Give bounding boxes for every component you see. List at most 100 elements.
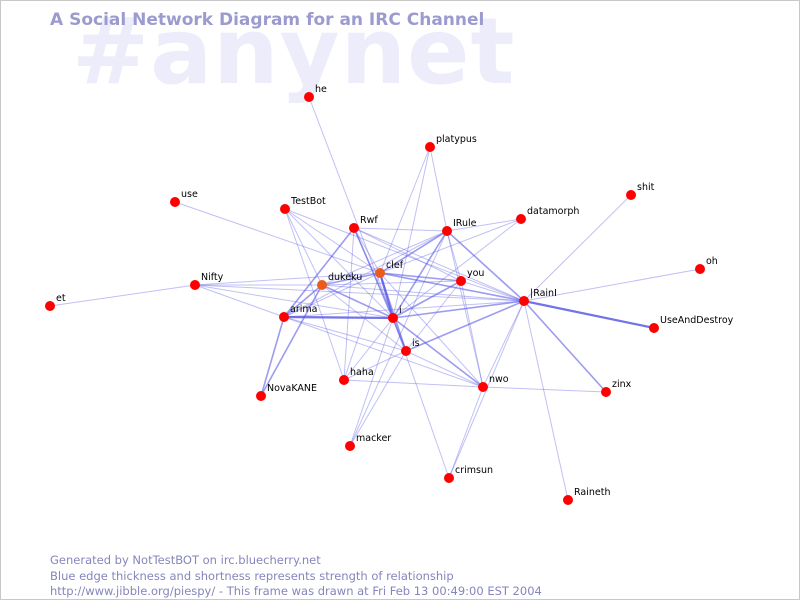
edge-IRule-you [446, 230, 462, 282]
node-label: crimsun [455, 465, 493, 476]
node-Raineth: Raineth [563, 487, 610, 505]
edge-platypus-clef [379, 146, 431, 274]
edge-i-haha [343, 317, 394, 381]
edge-TestBot-dukeku [284, 208, 323, 286]
node-dot [349, 223, 359, 233]
node-dot [345, 441, 355, 451]
node-Rwf: Rwf [349, 215, 378, 233]
node-label: i [399, 305, 402, 316]
node-you: you [456, 268, 484, 286]
edge-Nifty-i [194, 284, 394, 319]
node-zinx: zinx [601, 379, 632, 397]
node-dot [519, 296, 529, 306]
edge-haha-nwo [343, 379, 484, 388]
edge-IRule-i [392, 230, 448, 319]
node-haha: haha [339, 367, 374, 385]
node-dot [442, 226, 452, 236]
node-dot [375, 268, 385, 278]
node-dot [401, 346, 411, 356]
edge-TestBot-clef [284, 208, 381, 274]
node-i: i [388, 305, 402, 323]
node-label: NovaKANE [267, 383, 317, 394]
node-label: arima [290, 304, 317, 315]
node-UseAndDestroy: UseAndDestroy [649, 315, 734, 333]
node-label: et [56, 293, 66, 304]
node-label: |RainI [530, 288, 557, 299]
node-label: Nifty [201, 272, 224, 283]
node-label: you [467, 268, 484, 279]
node-Nifty: Nifty [190, 272, 224, 290]
edge-you-is [405, 280, 462, 352]
footer-legend-note: Blue edge thickness and shortness repres… [50, 569, 454, 583]
edge-IRule-IRainI [446, 230, 525, 302]
node-oh: oh [695, 256, 718, 274]
edge-clef-you [379, 272, 462, 282]
footer-generated-by: Generated by NotTestBOT on irc.bluecherr… [50, 553, 321, 567]
edge-IRainI-Raineth [523, 300, 569, 501]
node-label: macker [356, 433, 391, 444]
edge-arima-i [283, 315, 394, 320]
node-dot [256, 391, 266, 401]
node-label: is [412, 338, 420, 349]
edge-i-is [392, 317, 407, 352]
edge-i-nwo [392, 317, 484, 388]
edge-clef-arima [283, 272, 381, 318]
edge-Rwf-you [353, 227, 462, 282]
node-platypus: platypus [425, 134, 477, 152]
node-dukeku: dukeku [317, 272, 362, 290]
edge-Rwf-IRainI [353, 227, 525, 302]
edge-IRule-clef [379, 230, 448, 274]
node-NovaKANE: NovaKANE [256, 383, 317, 401]
edge-dukeku-clef [321, 272, 381, 286]
edge-dukeku-NovaKANE [260, 284, 323, 397]
node-datamorph: datamorph [516, 206, 579, 224]
node-label: nwo [489, 374, 509, 385]
edge-IRule-arima [283, 230, 448, 318]
edge-dukeku-IRainI [321, 284, 525, 302]
node-macker: macker [345, 433, 391, 451]
node-dot [478, 382, 488, 392]
edge-layer [49, 96, 701, 501]
node-dot [304, 92, 314, 102]
edge-Rwf-IRule [353, 227, 448, 232]
edge-IRule-macker [349, 230, 448, 447]
node-IRainI: |RainI [519, 288, 557, 306]
edge-arima-NovaKANE [260, 316, 285, 397]
edge-nwo-zinx [482, 386, 607, 393]
node-use: use [170, 189, 198, 207]
edge-IRainI-i [392, 300, 525, 319]
node-label: he [315, 84, 327, 95]
edge-dukeku-you [321, 280, 462, 286]
node-dot [190, 280, 200, 290]
node-arima: arima [279, 304, 317, 322]
node-label: oh [706, 256, 718, 267]
edge-you-i [392, 280, 462, 319]
node-label: shit [637, 182, 655, 193]
node-dot [649, 323, 659, 333]
edge-nwo-crimsun [448, 386, 484, 479]
node-label: dukeku [328, 272, 362, 283]
edge-TestBot-i [284, 208, 394, 319]
node-crimsun: crimsun [444, 465, 493, 483]
edge-clef-IRainI [379, 272, 525, 302]
node-dot [516, 214, 526, 224]
edge-clef-nwo [379, 272, 484, 388]
node-shit: shit [626, 182, 655, 200]
node-dot [425, 142, 435, 152]
edge-is-haha [343, 350, 407, 381]
edge-you-IRainI [460, 280, 525, 302]
node-label: Rwf [360, 215, 378, 226]
node-dot [280, 204, 290, 214]
node-IRule: IRule [442, 218, 477, 236]
edge-IRainI-arima [283, 300, 525, 318]
edge-clef-haha [343, 272, 381, 381]
edge-you-nwo [460, 280, 484, 388]
edge-i-crimsun [392, 317, 450, 479]
edge-Nifty-IRainI [194, 284, 525, 302]
footer-url-timestamp: http://www.jibble.org/piespy/ - This fra… [50, 584, 542, 598]
edge-Rwf-haha [343, 227, 355, 381]
node-dot [45, 301, 55, 311]
edge-use-clef [174, 201, 381, 274]
edge-IRainI-UseAndDestroy [523, 299, 655, 330]
node-label: TestBot [290, 196, 326, 207]
